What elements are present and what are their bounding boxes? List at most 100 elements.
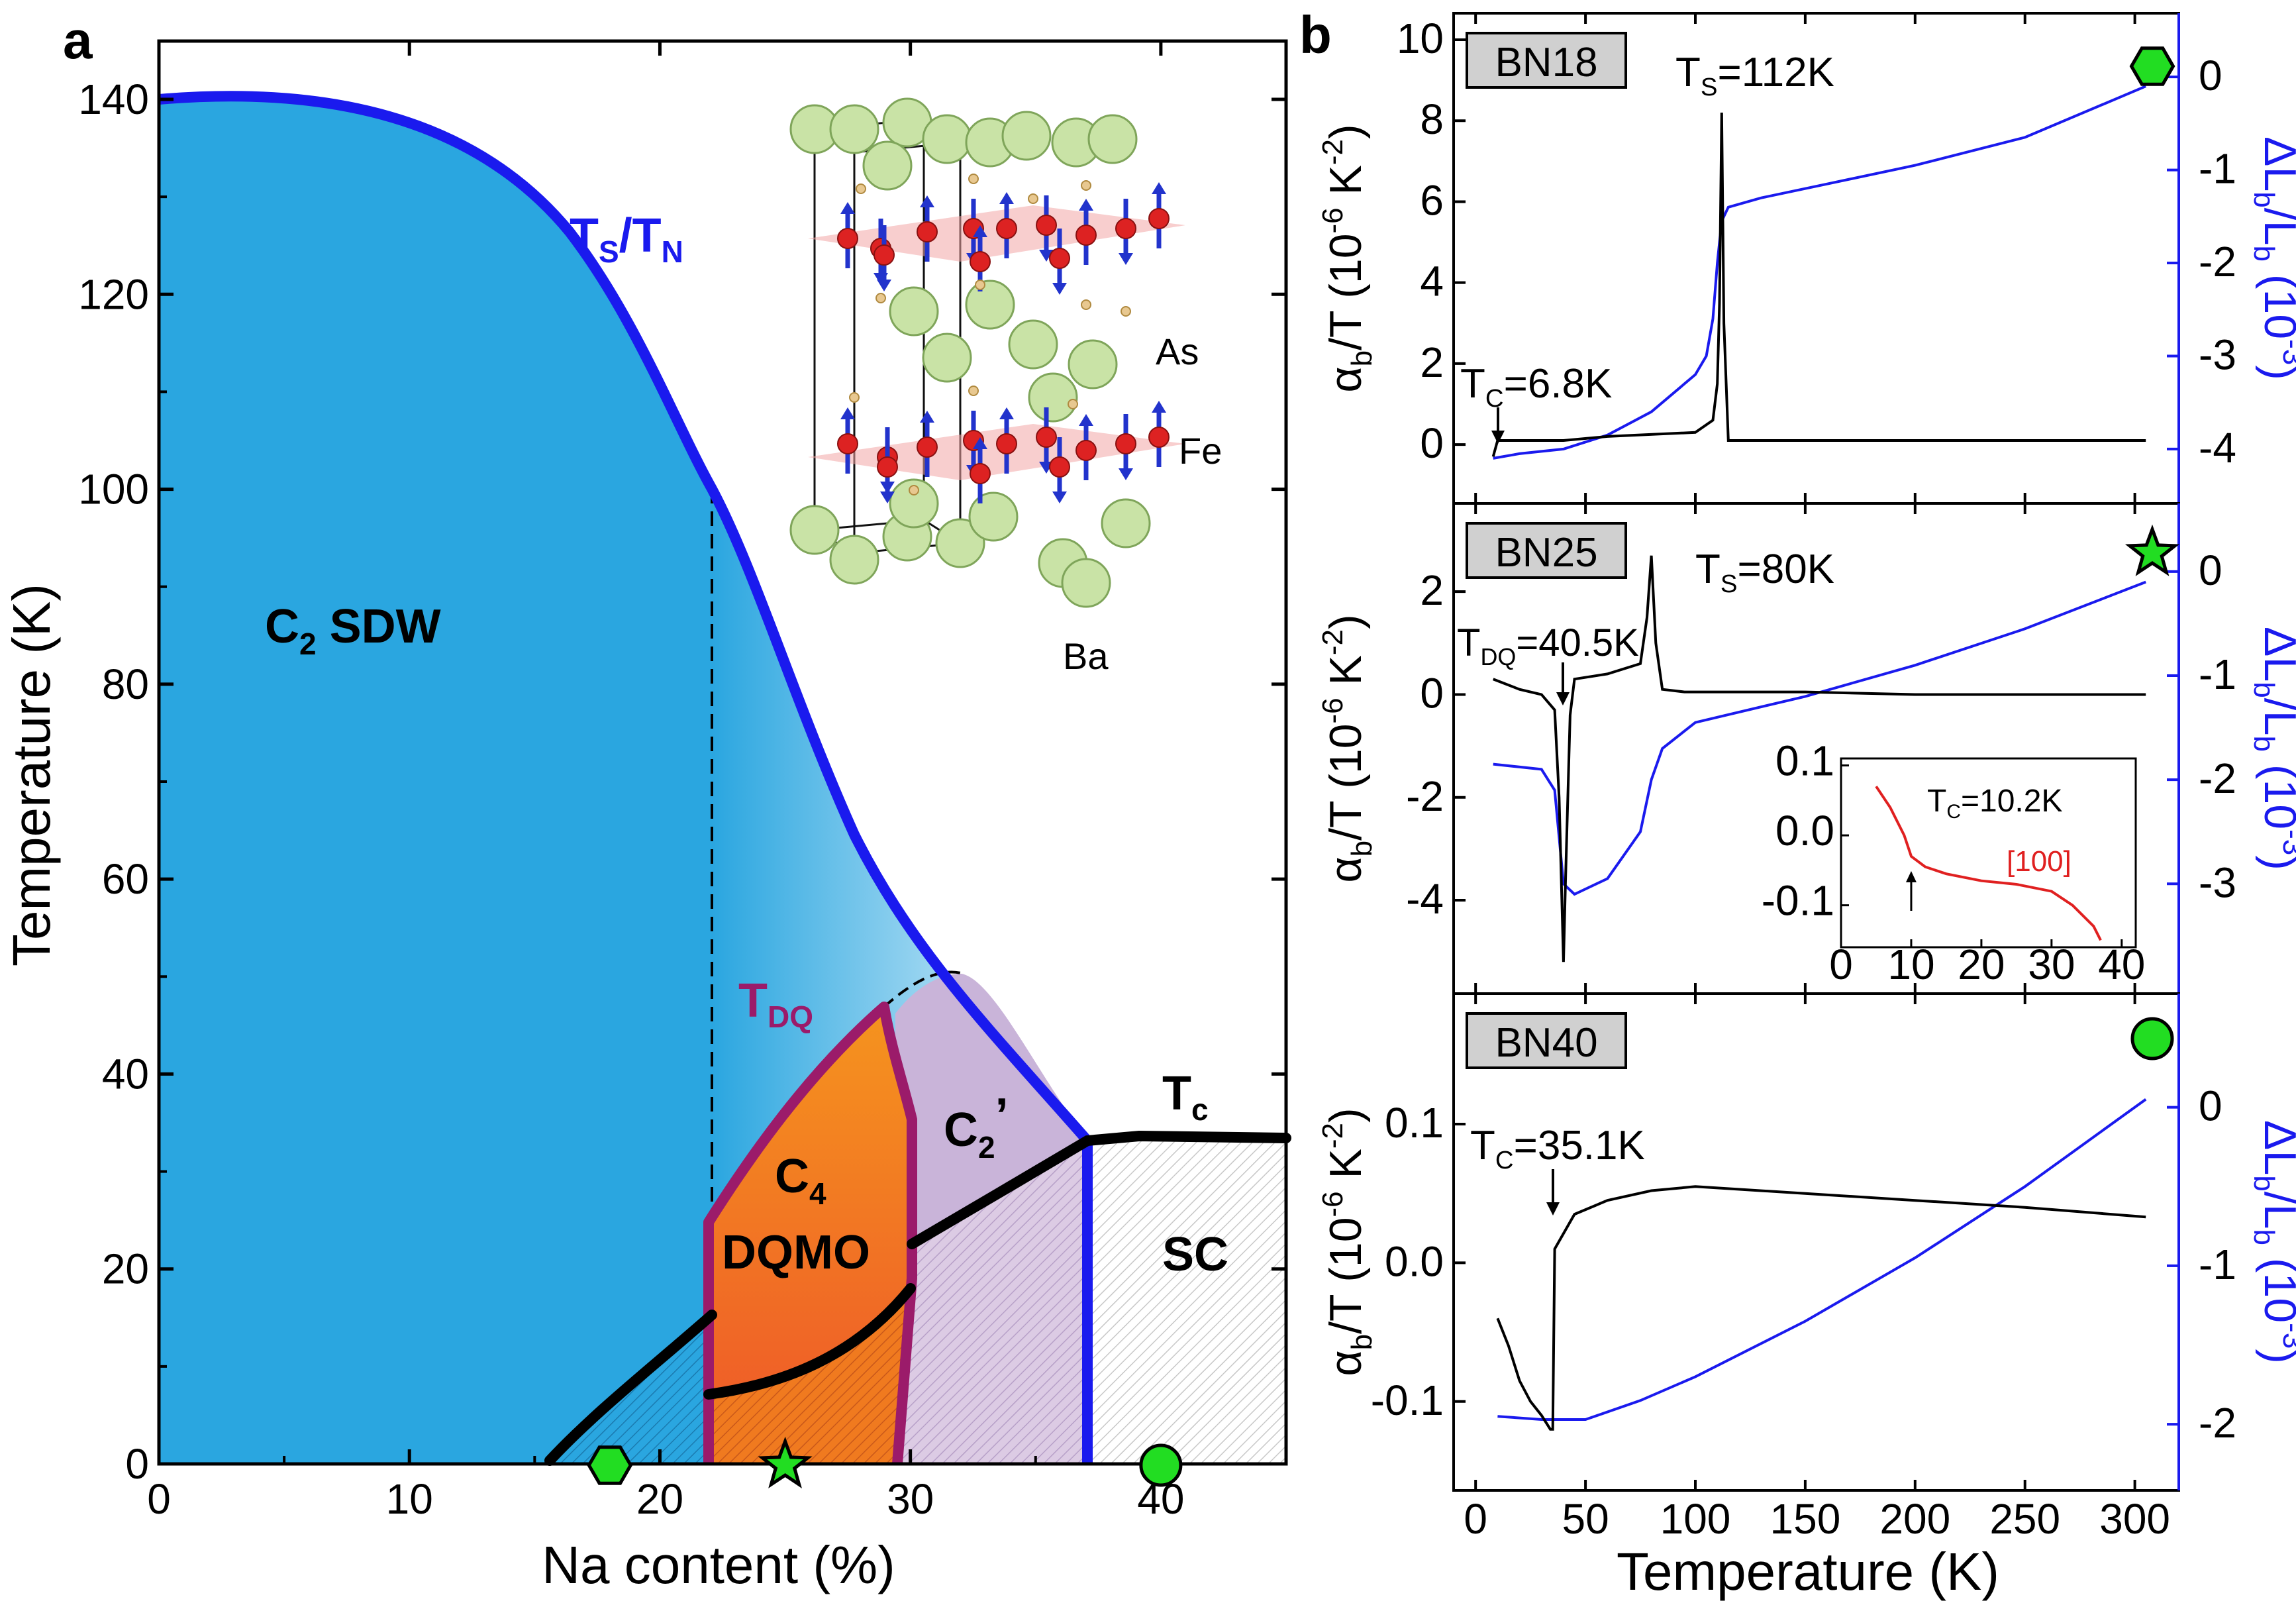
crystal-structure-inset: As Fe Ba bbox=[789, 97, 1222, 677]
as-atom bbox=[1081, 299, 1091, 310]
x-tick-label: 20 bbox=[636, 1475, 683, 1523]
annotation: TS=112K bbox=[1675, 50, 1834, 101]
as-atom bbox=[1068, 399, 1078, 409]
spin-arrowhead bbox=[920, 195, 934, 207]
sample-label: BN25 bbox=[1495, 530, 1597, 576]
sdw-region-label: C2 SDW bbox=[265, 600, 441, 661]
x-tick-label: 10 bbox=[386, 1475, 433, 1523]
spin-arrowhead bbox=[1079, 199, 1093, 211]
as-atom bbox=[1121, 306, 1131, 317]
left-tick-label: 0.1 bbox=[1385, 1099, 1444, 1147]
circle-marker bbox=[1139, 1443, 1183, 1487]
length-change-series bbox=[1493, 580, 2146, 896]
c2-prime-label: C2’ bbox=[944, 1089, 1009, 1165]
ba-label: Ba bbox=[1063, 635, 1109, 677]
left-tick-label: -2 bbox=[1406, 772, 1444, 820]
hexagon-marker bbox=[587, 1445, 633, 1485]
as-label: As bbox=[1156, 331, 1199, 372]
annotation: TS=80K bbox=[1695, 546, 1834, 598]
fe-atom bbox=[1148, 208, 1170, 229]
fe-atom bbox=[1115, 433, 1136, 454]
left-tick-label: 0 bbox=[1420, 419, 1444, 467]
left-y-axis-label: αb/T (10-6 K-2) bbox=[1317, 1108, 1378, 1376]
ba-atom bbox=[922, 333, 972, 383]
left-tick-label: 0 bbox=[1420, 669, 1444, 717]
ba-atom bbox=[789, 505, 840, 555]
ba-atom bbox=[829, 535, 879, 585]
fe-atom bbox=[1148, 427, 1170, 448]
tc-line-left bbox=[544, 1310, 717, 1466]
panel-a-label: a bbox=[63, 11, 93, 70]
panel-a-sample-markers bbox=[587, 1436, 1183, 1488]
ba-atom bbox=[862, 140, 913, 191]
tc-line-right bbox=[907, 1130, 1291, 1249]
fe-atom bbox=[1049, 248, 1070, 269]
sdw-region bbox=[159, 96, 712, 1464]
inset-y-tick-label: 0.0 bbox=[1775, 807, 1834, 854]
tc-label: Tc bbox=[1162, 1067, 1209, 1127]
c2-prime-hatch-top bbox=[895, 1141, 1087, 1464]
ba-atom bbox=[889, 478, 939, 529]
y-tick-label: 100 bbox=[78, 466, 149, 513]
inset-tc-annotation: TC=10.2K bbox=[1927, 784, 2062, 823]
expansion-series bbox=[1491, 112, 2146, 457]
spin-arrowhead bbox=[1119, 468, 1133, 480]
expansion-series bbox=[1492, 555, 2146, 962]
x-tick-label: 0 bbox=[147, 1475, 171, 1523]
y-tick-label: 60 bbox=[102, 855, 149, 903]
y-tick-label: 0 bbox=[125, 1440, 149, 1488]
x-tick-label: 300 bbox=[2099, 1495, 2170, 1543]
fe-atom bbox=[917, 437, 938, 458]
as-atom bbox=[1028, 193, 1038, 204]
spin-arrowhead bbox=[1119, 253, 1133, 265]
ba-atom bbox=[965, 280, 1015, 330]
ba-atom bbox=[922, 114, 972, 164]
right-y-axis-label: ΔLb/Lb (10-3) bbox=[2248, 136, 2296, 380]
left-tick-label: 0.0 bbox=[1385, 1237, 1444, 1285]
y-tick-label: 140 bbox=[78, 76, 149, 123]
sample-label-box bbox=[1466, 1012, 1627, 1069]
right-tick-label: -2 bbox=[2199, 238, 2236, 285]
dqmo-label: DQMO bbox=[722, 1226, 870, 1279]
x-tick-label: 200 bbox=[1879, 1495, 1950, 1543]
spin-arrowhead bbox=[877, 280, 891, 291]
tc-arrowhead bbox=[1491, 431, 1505, 444]
y-tick-label: 120 bbox=[78, 270, 149, 318]
left-tick-label: -0.1 bbox=[1371, 1376, 1444, 1424]
right-y-axis-label: ΔLb/Lb (10-3) bbox=[2248, 627, 2296, 870]
left-tick-label: 8 bbox=[1420, 95, 1444, 143]
fe-atom bbox=[837, 433, 858, 454]
ba-atom bbox=[1061, 558, 1111, 608]
fe-atom bbox=[1075, 440, 1097, 461]
x-tick-label: 150 bbox=[1770, 1495, 1841, 1543]
inset-x-tick-label: 40 bbox=[2098, 941, 2145, 988]
fe-atom bbox=[996, 218, 1017, 239]
as-atom bbox=[975, 280, 985, 290]
spin-arrowhead bbox=[999, 192, 1014, 204]
fe-atom bbox=[1115, 218, 1136, 239]
right-tick-label: 0 bbox=[2199, 1082, 2222, 1130]
sample-label: BN40 bbox=[1495, 1020, 1597, 1066]
spin-arrowhead bbox=[973, 437, 987, 449]
fe-atom bbox=[1036, 427, 1057, 448]
fe-atom bbox=[970, 251, 991, 272]
spin-arrowhead bbox=[999, 407, 1014, 419]
ba-atom bbox=[1101, 498, 1151, 548]
star-marker bbox=[2124, 524, 2180, 576]
fe-atom bbox=[1075, 225, 1097, 246]
spin-arrowhead bbox=[1039, 250, 1054, 262]
inset-y-tick-label: 0.1 bbox=[1775, 737, 1834, 785]
as-atom bbox=[968, 174, 979, 184]
left-tick-label: 4 bbox=[1420, 258, 1444, 305]
ba-atom bbox=[935, 518, 985, 568]
sample-label-box bbox=[1466, 522, 1627, 579]
right-tick-label: -3 bbox=[2199, 858, 2236, 906]
left-tick-label: 6 bbox=[1420, 176, 1444, 224]
y-tick-label: 20 bbox=[102, 1245, 149, 1293]
ts-tn-label: TS/TN bbox=[570, 209, 683, 269]
left-tick-label: 10 bbox=[1397, 15, 1444, 62]
right-tick-label: -2 bbox=[2199, 754, 2236, 802]
